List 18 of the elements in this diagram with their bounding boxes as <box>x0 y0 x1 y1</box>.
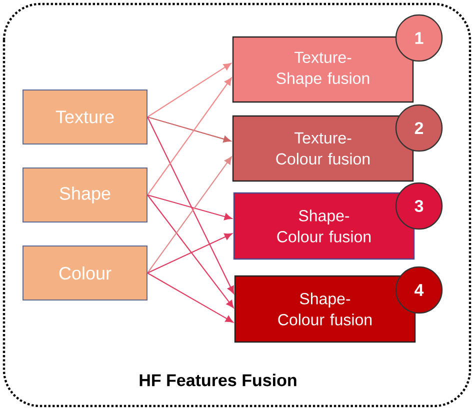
arrow <box>147 78 232 196</box>
arrow <box>147 116 234 294</box>
feature-box: Colour <box>22 246 148 300</box>
feature-box: Shape <box>22 168 148 222</box>
caption: HF Features Fusion <box>140 374 296 386</box>
arrow <box>147 116 232 143</box>
arrow <box>147 156 232 274</box>
arrow <box>147 63 232 118</box>
fusion-box: Texture-Shape fusion <box>232 36 414 103</box>
number-badge: 1 <box>395 14 443 62</box>
feature-box: Texture <box>22 90 148 144</box>
arrow <box>147 233 232 274</box>
number-badge: 4 <box>395 266 443 314</box>
arrow <box>147 194 232 220</box>
number-badge: 2 <box>395 104 443 152</box>
number-badge: 3 <box>395 182 443 230</box>
arrow <box>147 272 234 323</box>
arrow <box>147 194 234 308</box>
